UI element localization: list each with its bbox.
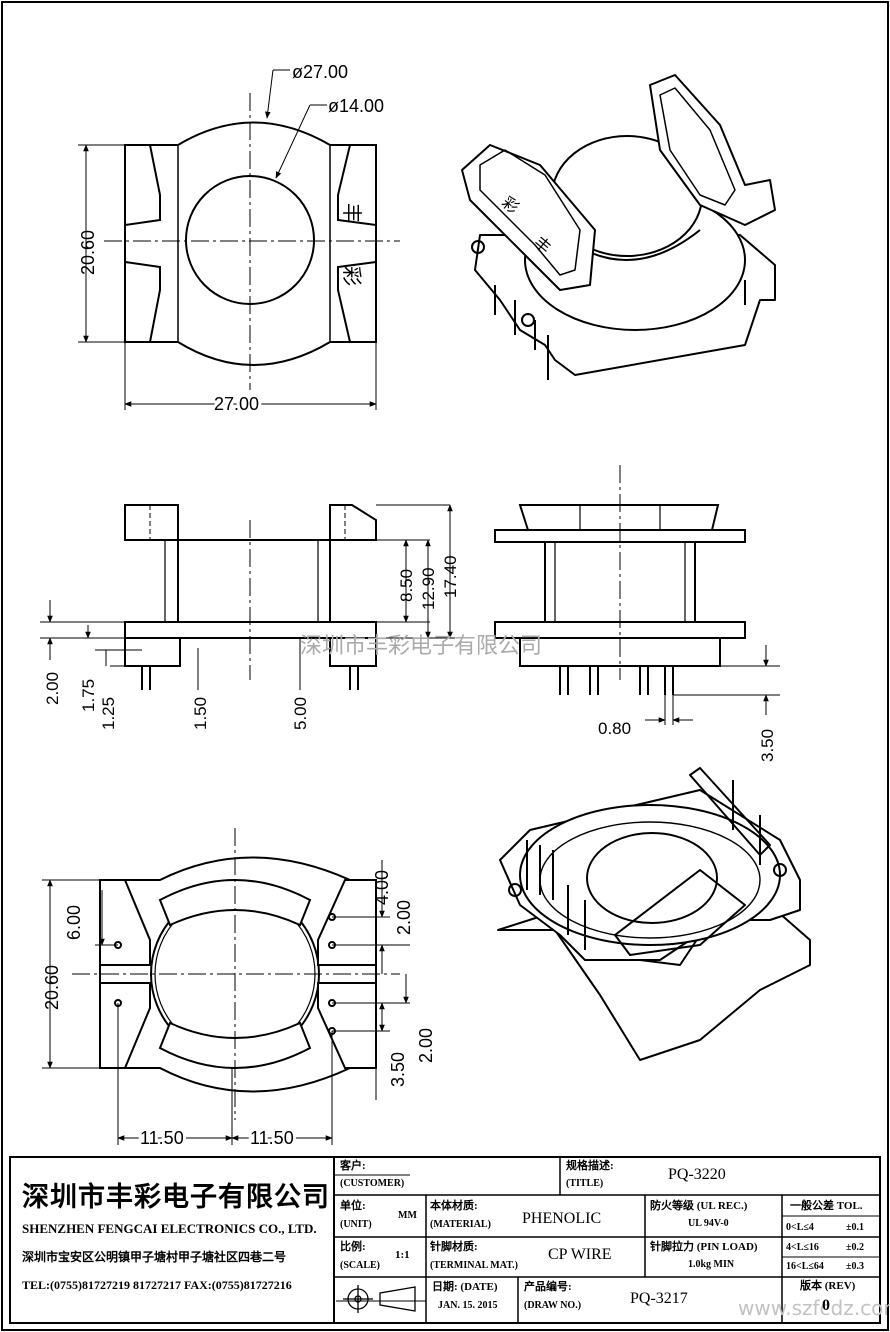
iso-view-bottom [497,767,811,1061]
company-address: 深圳市宝安区公明镇甲子塘村甲子塘社区四巷二号 [22,1250,287,1264]
material-label-en: (MATERIAL) [430,1219,491,1230]
logo-char-cai: 彩 [340,266,363,286]
dim-height-top: 20.60 [78,230,98,275]
iso-view-top [461,74,776,380]
dim-inner-dia: ø14.00 [328,96,384,116]
dim-bottom-right: 11.50 [250,1128,294,1148]
unit-value: MM [398,1210,417,1221]
tol-range-1: 0<L≤4 [786,1222,814,1233]
customer-label: 客户: [340,1160,366,1172]
dim-side-150: 1.50 [191,697,210,730]
dim-side-500: 5.00 [291,697,310,730]
tol-range-2: 4<L≤16 [786,1242,819,1253]
tol-value-1: ±0.1 [846,1222,864,1233]
pin-load-label: 针脚拉力 (PIN LOAD) [650,1241,758,1253]
terminal-value: CP WIRE [548,1246,612,1263]
title-label-en: (TITLE) [566,1178,604,1189]
scale-label-en: (SCALE) [340,1260,381,1271]
scale-value: 1:1 [395,1249,410,1261]
dim-bottom-400: 4.00 [372,870,392,905]
dim-side-850: 8.50 [397,569,416,602]
dim-outer-dia: ø27.00 [292,62,348,82]
drawno-value: PQ-3217 [630,1290,688,1307]
projection-symbol [343,1285,416,1313]
drawno-label-en: (DRAW NO.) [524,1300,582,1311]
rev-label: 版本 (REV) [800,1280,856,1292]
date-value: JAN. 15. 2015 [438,1300,498,1311]
dim-side-175: 1.75 [79,679,98,712]
dim-pin-dia: 0.80 [598,719,631,738]
dim-bottom-left: 11.50 [140,1128,184,1148]
tolerance-label: 一般公差 TOL. [790,1200,863,1212]
fire-rating-label: 防火等级 (UL REC.) [650,1200,748,1212]
dim-pin-len: 3.50 [758,729,777,762]
dim-side-1290: 12.90 [419,567,438,610]
material-value: PHENOLIC [522,1210,602,1227]
bottom-view [72,828,400,1120]
dim-bottom-600: 6.00 [64,905,84,940]
title-value: PQ-3220 [668,1166,726,1183]
logo-char-feng: 丰 [340,203,363,223]
company-contact: TEL:(0755)81727219 81727217 FAX:(0755)81… [22,1278,292,1292]
unit-label: 单位: [340,1200,366,1212]
scale-label: 比例: [340,1241,366,1253]
watermark-center: 深圳市丰彩电子有限公司 [300,634,543,659]
unit-label-en: (UNIT) [340,1219,372,1230]
rev-value: 0 [822,1297,830,1314]
dim-side-200: 2.00 [43,672,62,705]
customer-label-en: (CUSTOMER) [340,1178,405,1189]
side-view-front [124,504,377,690]
top-view [78,69,400,410]
tol-value-3: ±0.3 [846,1261,864,1272]
dim-bottom-200b: 2.00 [416,1028,436,1063]
title-block-grid [9,1156,881,1324]
terminal-label: 针脚材质: [430,1241,478,1253]
title-label: 规格描述: [566,1160,614,1172]
company-name-en: SHENZHEN FENGCAI ELECTRONICS CO., LTD. [22,1221,317,1236]
pin-load-value: 1.0kg MIN [688,1259,735,1270]
dim-bottom-350: 3.50 [388,1052,408,1087]
side-view-dims [40,504,455,690]
company-name-cn: 深圳市丰彩电子有限公司 [22,1182,330,1213]
date-label: 日期: (DATE) [432,1281,498,1293]
end-view-dims [645,645,780,725]
tol-value-2: ±0.2 [846,1242,864,1253]
side-view-end [494,465,746,695]
watermark-corner: www.szfcdz.com [738,1296,890,1320]
dim-bottom-height: 20.60 [42,965,62,1010]
dim-side-125: 1.25 [99,697,118,730]
dim-bottom-200a: 2.00 [394,900,414,935]
dim-width-top: 27.00 [214,394,259,414]
terminal-label-en: (TERMINAL MAT.) [430,1260,518,1271]
tol-range-3: 16<L≤64 [786,1261,824,1272]
drawno-label: 产品编号: [524,1281,572,1293]
dim-side-1740: 17.40 [441,555,460,598]
bottom-view-dims [42,860,410,1145]
material-label: 本体材质: [430,1200,478,1212]
fire-rating-value: UL 94V-0 [688,1218,729,1229]
